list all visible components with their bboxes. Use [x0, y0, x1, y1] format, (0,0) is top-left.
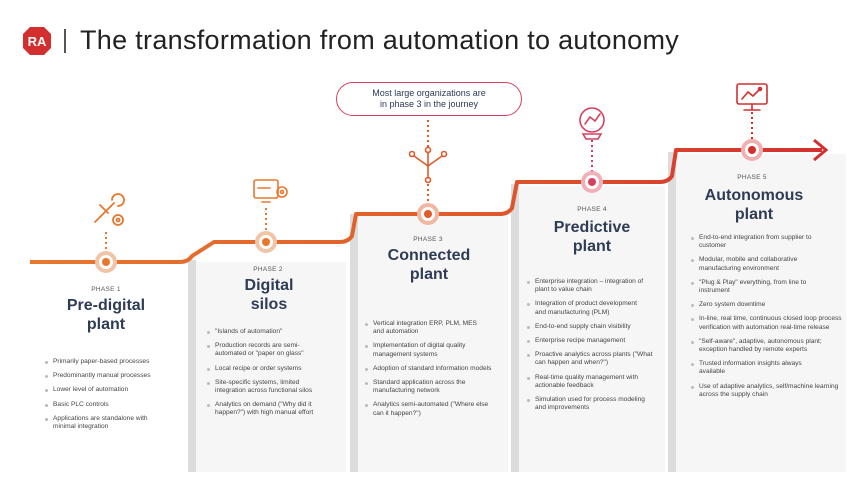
list-item: Predominantly manual processes	[44, 372, 184, 380]
list-item: Integration of product development and m…	[526, 300, 645, 316]
list-item: "Islands of automation"	[206, 328, 336, 336]
phase-4-label: PHASE 4	[577, 206, 607, 213]
list-item: Local recipe or order systems	[206, 365, 336, 373]
list-item: Enterprise recipe management	[526, 337, 662, 345]
phase-2-items: "Islands of automation" Production recor…	[206, 328, 336, 424]
phase-3-name-line-2: plant	[409, 266, 449, 283]
phase-5-items: End-to-end integration from supplier to …	[690, 234, 844, 405]
list-item: In-line, real time, continuous closed lo…	[690, 315, 844, 331]
phase-3-name-line-1: Connected	[387, 247, 471, 264]
page-title: The transformation from automation to au…	[80, 25, 680, 55]
journey-arrowhead	[813, 138, 829, 162]
phase-4-name-line-2: plant	[572, 238, 612, 255]
list-item: Production records are semi-automated or…	[206, 342, 327, 358]
list-item: Implementation of digital quality manage…	[364, 342, 493, 358]
list-item: Analytics semi-automated ("Where else ca…	[364, 401, 497, 417]
panel-edge-2	[188, 260, 196, 472]
list-item: Enterprise integration – integration of …	[526, 278, 655, 294]
crystal-ball-icon	[579, 107, 605, 140]
list-item: End-to-end integration from supplier to …	[690, 234, 839, 250]
panel-edge-5	[668, 152, 676, 472]
phase-2-name: Digital silos	[200, 276, 338, 314]
phase-1-items: Primarily paper-based processes Predomin…	[44, 358, 184, 437]
phase-5-name-line-2: plant	[734, 206, 774, 223]
list-item: Standard application across the manufact…	[364, 379, 493, 395]
phase-5-name: Autonomous plant	[684, 186, 824, 224]
phase3-callout: Most large organizations are in phase 3 …	[336, 82, 522, 116]
panel-fill-4	[519, 186, 665, 472]
list-item: "Plug & Play" everything, from line to i…	[690, 279, 831, 295]
list-item: Lower level of automation	[44, 386, 184, 394]
list-item: "Self-aware", adaptive, autonomous plant…	[690, 338, 823, 354]
phase-3-name: Connected plant	[362, 246, 496, 284]
list-item: Site-specific systems, limited integrati…	[206, 379, 331, 395]
monitor-chart-icon	[736, 83, 768, 111]
phase-4-items: Enterprise integration – integration of …	[526, 278, 662, 418]
panel-fill-5	[676, 154, 846, 472]
rockwell-logo: RA	[23, 27, 51, 55]
panel-fill-3	[358, 216, 508, 472]
panel-edge-3	[350, 214, 358, 472]
list-item: Primarily paper-based processes	[44, 358, 184, 366]
phase-panel-fills	[196, 154, 846, 472]
logo-text: RA	[28, 34, 47, 49]
network-nodes-icon	[408, 146, 448, 184]
callout-line-1: Most large organizations are	[372, 88, 486, 98]
phase-5-label: PHASE 5	[737, 174, 767, 181]
list-item: Applications are standalone with minimal…	[44, 415, 149, 431]
panel-edge-4	[511, 184, 519, 472]
list-item: Real-time quality management with action…	[526, 374, 653, 390]
phase-3-items: Vertical integration ERP, PLM, MES and a…	[364, 320, 500, 424]
dotted-connectors	[105, 112, 753, 252]
panel-fill-2	[196, 262, 346, 472]
phase-markers	[95, 139, 763, 273]
list-item: Proactive analytics across plants ("What…	[526, 351, 657, 367]
list-item: Zero system downtime	[690, 301, 844, 309]
phase-1-label: PHASE 1	[91, 286, 121, 293]
phase-2-name-line-1: Digital	[244, 277, 294, 294]
list-item: Trusted information insights always avai…	[690, 360, 811, 376]
list-item: Simulation used for process modeling and…	[526, 396, 647, 412]
list-item: Basic PLC controls	[44, 401, 184, 409]
phase-4-name-line-1: Predictive	[553, 219, 631, 236]
callout-line-2: in phase 3 in the journey	[379, 99, 479, 109]
list-item: Use of adaptive analytics, self/machine …	[690, 383, 844, 399]
phase-5-name-line-1: Autonomous	[704, 187, 804, 204]
phase-1-name-line-1: Pre-digital	[66, 297, 146, 314]
list-item: End-to-end supply chain visibility	[526, 323, 662, 331]
phase-2-name-line-2: silos	[250, 296, 288, 313]
phase-1-name-line-2: plant	[86, 316, 126, 333]
list-item: Analytics on demand ("Why did it happen?…	[206, 401, 336, 417]
phase-3-label: PHASE 3	[413, 236, 443, 243]
list-item: Modular, mobile and collaborative manufa…	[690, 256, 827, 272]
phase-2-label: PHASE 2	[253, 266, 283, 273]
title-separator	[64, 29, 66, 53]
phase-4-name: Predictive plant	[522, 218, 662, 256]
phase-1-name: Pre-digital plant	[36, 296, 176, 334]
wrench-gear-icon	[94, 193, 125, 226]
monitor-gear-icon	[253, 179, 288, 203]
list-item: Adoption of standard information models	[364, 365, 493, 373]
list-item: Vertical integration ERP, PLM, MES and a…	[364, 320, 483, 336]
phase-panels	[188, 152, 676, 472]
